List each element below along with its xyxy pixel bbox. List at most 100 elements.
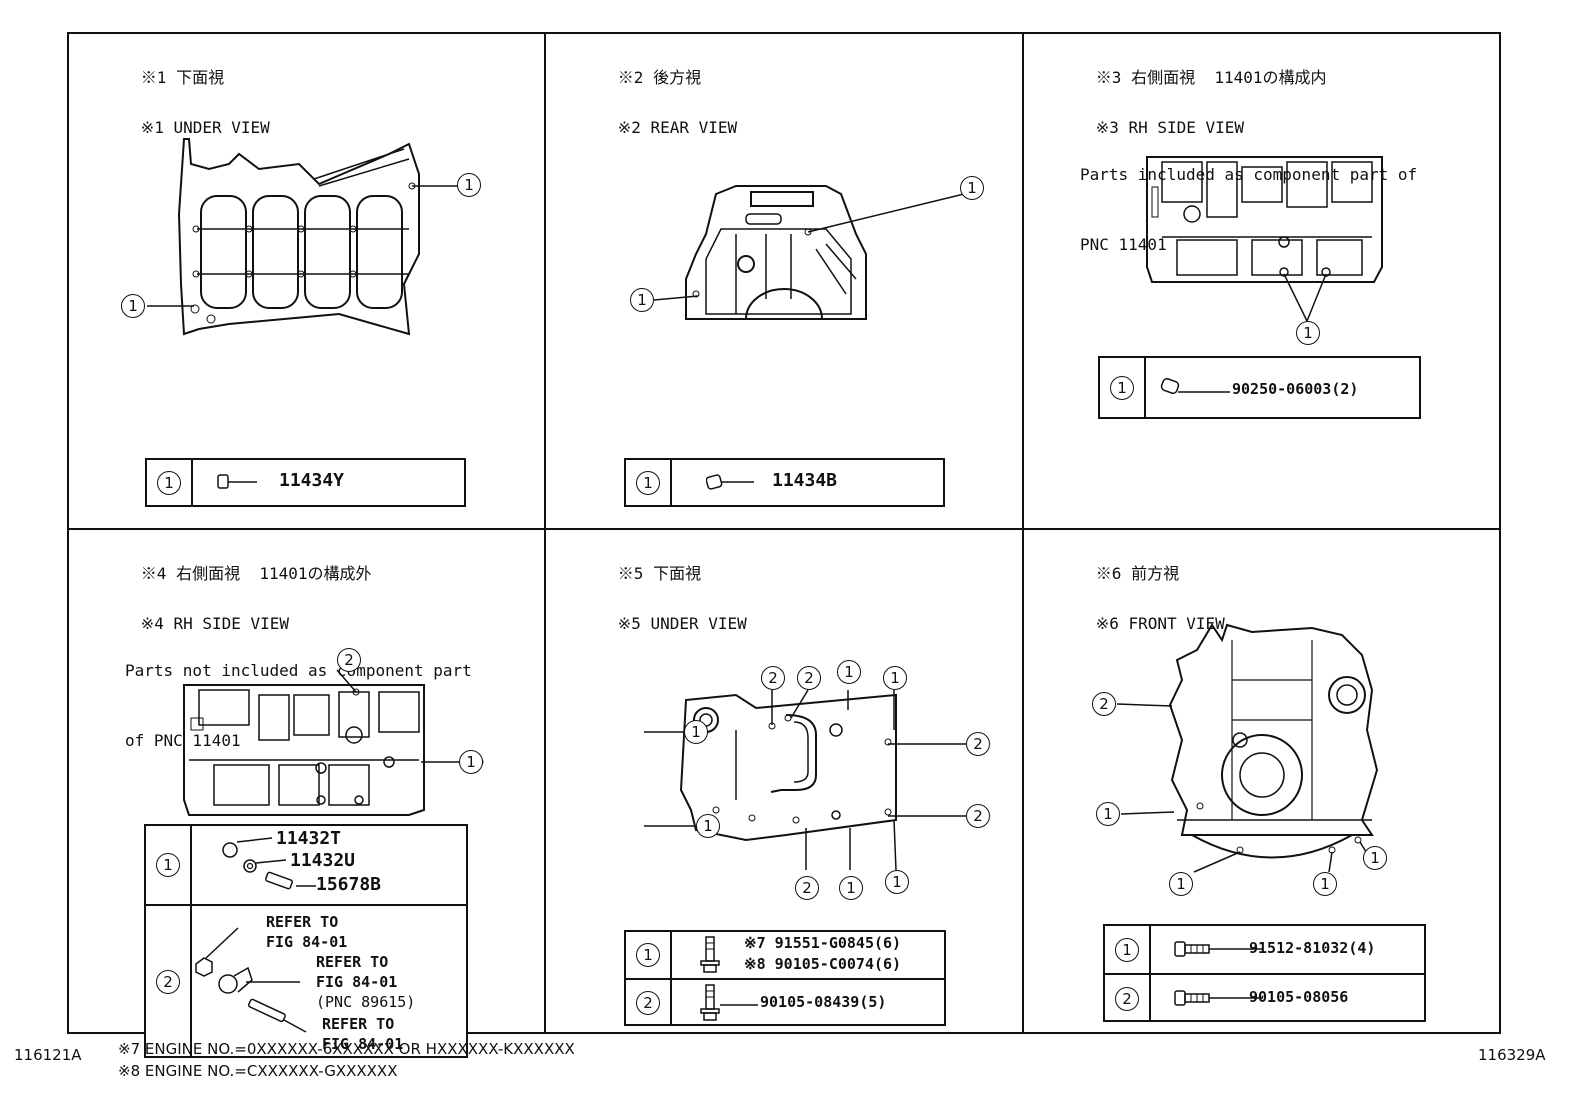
header-note-line-2: of PNC 11401 [125,731,241,750]
panel-rear-view-2: ※2 後方視 ※2 REAR VIEW [546,34,1022,529]
header-note-line-2: PNC 11401 [1080,235,1167,254]
panel-header: ※5 下面視 ※5 UNDER VIEW [560,536,747,661]
engine-block-rear-view-drawing [676,174,896,324]
bolt-icon [1174,990,1263,1006]
header-en: ※1 UNDER VIEW [140,118,270,137]
callout-2-top: 2 [337,648,361,672]
parts-table: 1 11434B [624,458,945,507]
part-number[interactable]: 91512-81032(4) [1249,939,1376,957]
callout-1-bottom-b: 1 [1313,872,1337,896]
part-number-washer[interactable]: 11432U [290,850,356,871]
refer-fig-link[interactable]: FIG 84-01 [322,1035,404,1053]
header-en: ※5 UNDER VIEW [617,614,747,633]
callout-1-top-right: 1 [457,173,481,197]
parts-table: 1 11434Y [145,458,466,507]
header-jp: ※1 下面視 [140,68,225,87]
row-key: 1 [1115,937,1139,962]
panel-header: ※3 右側面視 11401の構成内 ※3 RH SIDE VIEW Parts … [1038,40,1417,305]
refer-to-label: REFER TO [316,953,389,971]
footnote-8: ※8 ENGINE NO.=CXXXXXX-GXXXXXX [118,1062,398,1080]
refer-pnc-label: (PNC 89615) [316,993,416,1011]
refer-fig-link[interactable]: FIG 84-01 [266,933,348,951]
engine-block-rh-side-drawing [1142,152,1387,292]
callout-1-bottom-c: 1 [1363,846,1387,870]
panel-under-view-1: ※1 下面視 ※1 UNDER VIEW [69,34,545,529]
header-jp: ※5 下面視 [617,564,702,583]
part-number[interactable]: 90250-06003(2) [1232,380,1359,398]
bolt-icon [1174,941,1263,957]
parts-row-1: 1 ※7 91551-G0845(6) ※8 90105-C0074(6) [626,932,944,978]
header-note-line-1: Parts not included as component part [125,661,472,680]
grid-divider-vertical-1 [544,34,546,1032]
callout-lines [1283,273,1327,322]
callout-1-left: 1 [630,288,654,312]
engine-block-under-view-lower-drawing [676,690,897,842]
part-number-engine-7[interactable]: ※7 91551-G0845(6) [744,934,902,952]
footnote-7: ※7 ENGINE NO.=0XXXXXX-6XXXXXX OR HXXXXXX… [118,1040,575,1058]
header-jp: ※6 前方視 [1095,564,1180,583]
parts-table: 1 91512-81032(4) 2 90105-08056 [1103,924,1426,1022]
parts-row-2: 2 90105-08056 [1105,973,1424,1022]
panel-rh-side-view-4: ※4 右側面視 11401の構成外 ※4 RH SIDE VIEW Parts … [69,530,545,1058]
left-illustration-code: 116121A [14,1046,82,1064]
callout-1-bottom-b: 1 [885,870,909,894]
callout-2-right-top: 2 [966,732,990,756]
parts-table: 1 90250-06003(2) [1098,356,1421,419]
callout-1-bottom: 1 [1296,321,1320,345]
row-key: 1 [636,470,660,495]
row-key: 1 [636,943,660,967]
callout-1-left: 1 [121,294,145,318]
part-number-engine-8[interactable]: ※8 90105-C0074(6) [744,955,902,973]
parts-table: 1 ※7 91551-G0845(6) ※8 90105-C0074(6) 2 [624,930,946,1026]
header-note-line-1: Parts included as component part of [1080,165,1418,184]
callout-1-left: 1 [1096,802,1120,826]
flange-bolt-icon [700,936,720,973]
refer-to-block-3: REFER TO FIG 84-01 [322,1014,403,1054]
row-key: 2 [1115,986,1139,1011]
callout-lines [336,669,461,763]
engine-block-under-view-drawing [119,134,479,354]
callout-2-left: 2 [1092,692,1116,716]
part-number[interactable]: 90105-08056 [1249,988,1349,1006]
callout-1-right: 1 [459,750,483,774]
panel-header: ※1 下面視 ※1 UNDER VIEW [83,40,270,165]
header-jp: ※3 右側面視 11401の構成内 [1095,68,1327,87]
refer-to-block-1: REFER TO FIG 84-01 [266,912,347,952]
callout-2-top-a: 2 [761,666,785,690]
row-key: 2 [156,970,180,994]
part-number-plug[interactable]: 11432T [276,828,342,849]
row-key: 1 [1110,375,1134,400]
parts-row-1: 1 11432T 11432U 15678B [146,826,466,904]
header-en: ※2 REAR VIEW [617,118,738,137]
part-number-bolt[interactable]: 15678B [316,874,382,895]
callout-1-bottom-a: 1 [839,876,863,900]
part-number[interactable]: 11434Y [279,470,345,491]
callout-1-left-bottom: 1 [696,814,720,838]
part-number[interactable]: 11434B [772,470,838,491]
callout-2-right-bottom: 2 [966,804,990,828]
refer-to-block-2: REFER TO FIG 84-01 (PNC 89615) [316,952,415,1012]
plug-icon [1160,378,1230,394]
diagram-grid: ※1 下面視 ※1 UNDER VIEW [67,32,1503,1058]
refer-fig-link[interactable]: FIG 84-01 [316,973,398,991]
plug-washer-bolt-icons [222,837,316,890]
panel-rh-side-view-3: ※3 右側面視 11401の構成内 ※3 RH SIDE VIEW Parts … [1024,34,1503,529]
grid-divider-vertical-2 [1022,34,1024,1032]
callout-2-bottom: 2 [795,876,819,900]
refer-to-label: REFER TO [322,1015,395,1033]
callout-1-bottom-a: 1 [1169,872,1193,896]
callout-1-top-a: 1 [837,660,861,684]
right-illustration-code: 116329A [1478,1046,1546,1064]
panel-header: ※2 後方視 ※2 REAR VIEW [560,40,737,165]
flange-bolt-icon [700,984,758,1021]
parts-table: 1 11432T 11432U 15678B 2 [144,824,468,1058]
engine-block-front-view-drawing [1162,620,1422,870]
header-en: ※3 RH SIDE VIEW [1095,118,1245,137]
engine-block-rh-side-outer-drawing [179,680,484,820]
callout-1-top-right: 1 [960,176,984,200]
parts-row-1: 1 91512-81032(4) [1105,926,1424,973]
part-number[interactable]: 90105-08439(5) [760,993,887,1011]
row-key: 1 [157,470,181,495]
plug-icon [706,474,754,490]
panel-under-view-5: ※5 下面視 ※5 UNDER VIEW [546,530,1022,1036]
